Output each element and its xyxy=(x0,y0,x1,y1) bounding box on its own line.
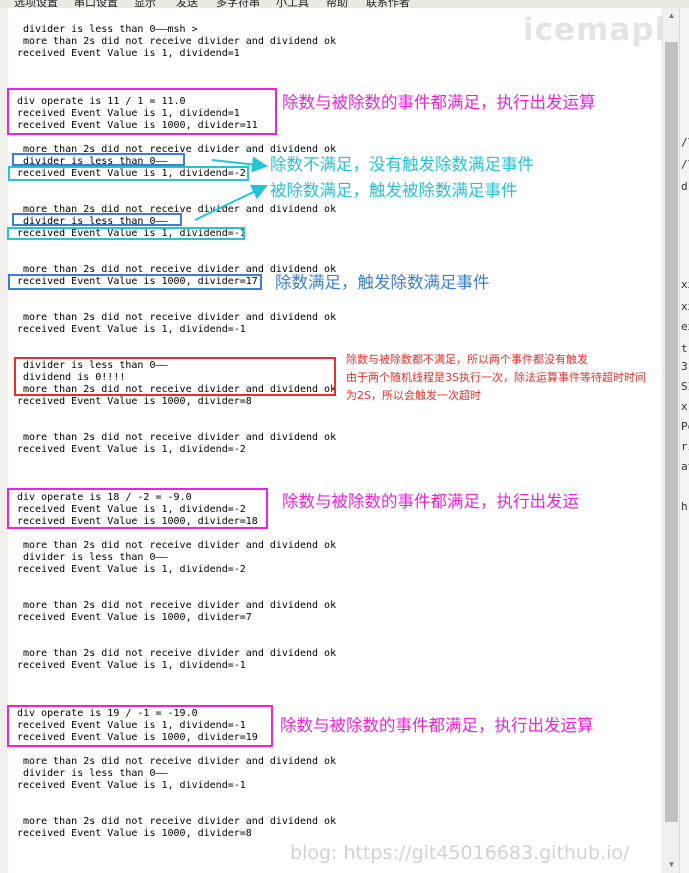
highlight-box-both-met-3 xyxy=(7,705,273,747)
console-line: more than 2s did not receive divider and… xyxy=(17,312,337,323)
console-line: received Event Value is 1000, divider=19 xyxy=(17,732,258,743)
edge-fragment: at xyxy=(681,460,689,473)
edge-fragment: xx xyxy=(681,278,689,291)
edge-fragment: xx xyxy=(681,300,689,313)
left-panel-edge xyxy=(0,8,8,873)
console-line: divider is less than 0—— xyxy=(17,552,168,563)
console-line: divider is less than 0—— xyxy=(17,768,168,779)
highlight-box-divider-less-2 xyxy=(12,213,182,226)
highlight-box-dividend-2 xyxy=(7,227,245,240)
console-line: div operate is 18 / -2 = -9.0 xyxy=(17,492,192,503)
icemaple-watermark: icemaple xyxy=(523,12,689,48)
menu-item-send[interactable]: 发送 xyxy=(176,0,198,9)
console-line: received Event Value is 1, dividend=-1 xyxy=(17,720,246,731)
scroll-up-arrow-icon[interactable]: ▲ xyxy=(667,11,676,20)
console-line: received Event Value is 1000, divider=17 xyxy=(17,276,258,287)
annotation-dividend-met: 被除数满足，触发被除数满足事件 xyxy=(270,181,518,200)
annotation-neither-met-line1: 除数与被除数都不满足，所以两个事件都没有触发 xyxy=(346,353,588,366)
console-line: received Event Value is 1, dividend=-1 xyxy=(17,660,246,671)
menu-item-tools[interactable]: 小工具 xyxy=(276,0,309,9)
console-line: more than 2s did not receive divider and… xyxy=(17,36,337,47)
annotation-neither-met-line3: 为2S，所以会触发一次超时 xyxy=(346,389,481,402)
edge-fragment: /\ xyxy=(681,158,689,171)
console-line: received Event Value is 1, dividend=-2 xyxy=(17,168,246,179)
menu-item-help[interactable]: 帮助 xyxy=(326,0,348,9)
edge-fragment: h xyxy=(681,500,688,513)
scrollbar-thumb[interactable] xyxy=(665,42,678,822)
edge-fragment: ex xyxy=(681,320,689,333)
console-line: dividend is 0!!!! xyxy=(17,372,126,383)
edge-fragment: SI xyxy=(681,380,689,393)
console-line: div operate is 19 / -1 = -19.0 xyxy=(17,708,198,719)
highlight-box-both-met-2 xyxy=(7,488,268,529)
vertical-scrollbar[interactable]: ▲ ▼ xyxy=(662,8,680,873)
console-line: divider is less than 0—— xyxy=(17,360,168,371)
console-line: received Event Value is 1, dividend=-1 xyxy=(17,780,246,791)
edge-fragment: d xyxy=(681,180,688,193)
console-line: divider is less than 0——msh > xyxy=(17,24,198,35)
edge-fragment: rin xyxy=(681,440,689,453)
edge-fragment: Po xyxy=(681,420,689,433)
console-line: divider is less than 0—— xyxy=(17,156,168,167)
edge-fragment: /\ xyxy=(681,136,689,149)
blog-watermark: blog: https://git45016683.github.io/ xyxy=(290,842,630,864)
console-line: received Event Value is 1000, divider=8 xyxy=(17,828,252,839)
console-line: received Event Value is 1, dividend=1 xyxy=(17,48,240,59)
console-line: received Event Value is 1, dividend=-2 xyxy=(17,504,246,515)
console-line: div operate is 11 / 1 = 11.0 xyxy=(17,96,186,107)
edge-fragment: x xyxy=(681,400,688,413)
highlight-box-divider-less xyxy=(12,153,185,166)
console-line: more than 2s did not receive divider and… xyxy=(17,540,337,551)
menu-item-options[interactable]: 选项设置 xyxy=(14,0,58,9)
console-line: more than 2s did not receive divider and… xyxy=(17,144,337,155)
console-line: received Event Value is 1, dividend=1 xyxy=(17,108,240,119)
annotation-both-met-1: 除数与被除数的事件都满足，执行出发运算 xyxy=(282,93,596,112)
console-line: more than 2s did not receive divider and… xyxy=(17,816,337,827)
serial-receive-area[interactable]: divider is less than 0——msh > more than … xyxy=(8,8,662,873)
menu-item-display[interactable]: 显示 xyxy=(134,0,156,9)
console-line: received Event Value is 1, dividend=-2 xyxy=(17,444,246,455)
console-line: received Event Value is 1, dividend=-2 xyxy=(17,564,246,575)
edge-fragment: 3 xyxy=(681,360,688,373)
scroll-down-arrow-icon[interactable]: ▼ xyxy=(667,860,676,869)
console-line: received Event Value is 1000, divider=11 xyxy=(17,120,258,131)
console-line: received Event Value is 1000, divider=7 xyxy=(17,612,252,623)
console-line: more than 2s did not receive divider and… xyxy=(17,432,337,443)
console-line: more than 2s did not receive divider and… xyxy=(17,648,337,659)
highlight-box-neither-met xyxy=(14,357,336,396)
highlight-box-both-met-1 xyxy=(7,88,277,135)
console-line: more than 2s did not receive divider and… xyxy=(17,756,337,767)
annotation-divider-not-met: 除数不满足，没有触发除数满足事件 xyxy=(270,155,534,174)
annotation-neither-met-line2: 由于两个随机线程是3S执行一次，除法运算事件等待超时时间 xyxy=(346,371,646,384)
console-line: received Event Value is 1000, divider=8 xyxy=(17,396,252,407)
console-line: received Event Value is 1, dividend=-1 xyxy=(17,228,246,239)
annotation-divider-met: 除数满足，触发除数满足事件 xyxy=(275,273,490,292)
menu-item-multi-string[interactable]: 多字符串 xyxy=(216,0,260,9)
menu-item-serial-settings[interactable]: 串口设置 xyxy=(74,0,118,9)
annotation-both-met-3: 除数与被除数的事件都满足，执行出发运算 xyxy=(280,716,594,735)
right-panel-edge: /\ /\ d xx xx ex t. 3 SI x Po rin at h xyxy=(679,8,689,873)
console-line: more than 2s did not receive divider and… xyxy=(17,264,337,275)
menu-item-contact[interactable]: 联系作者 xyxy=(366,0,410,9)
console-line: divider is less than 0—— xyxy=(17,216,168,227)
console-line: more than 2s did not receive divider and… xyxy=(17,384,337,395)
annotation-both-met-2: 除数与被除数的事件都满足，执行出发运 xyxy=(282,492,579,511)
highlight-box-dividend-1 xyxy=(8,166,249,181)
highlight-box-divider-met xyxy=(8,274,262,290)
console-line: more than 2s did not receive divider and… xyxy=(17,600,337,611)
edge-fragment: t. xyxy=(681,342,689,355)
console-line: received Event Value is 1, dividend=-1 xyxy=(17,324,246,335)
console-line: received Event Value is 1000, divider=18 xyxy=(17,516,258,527)
